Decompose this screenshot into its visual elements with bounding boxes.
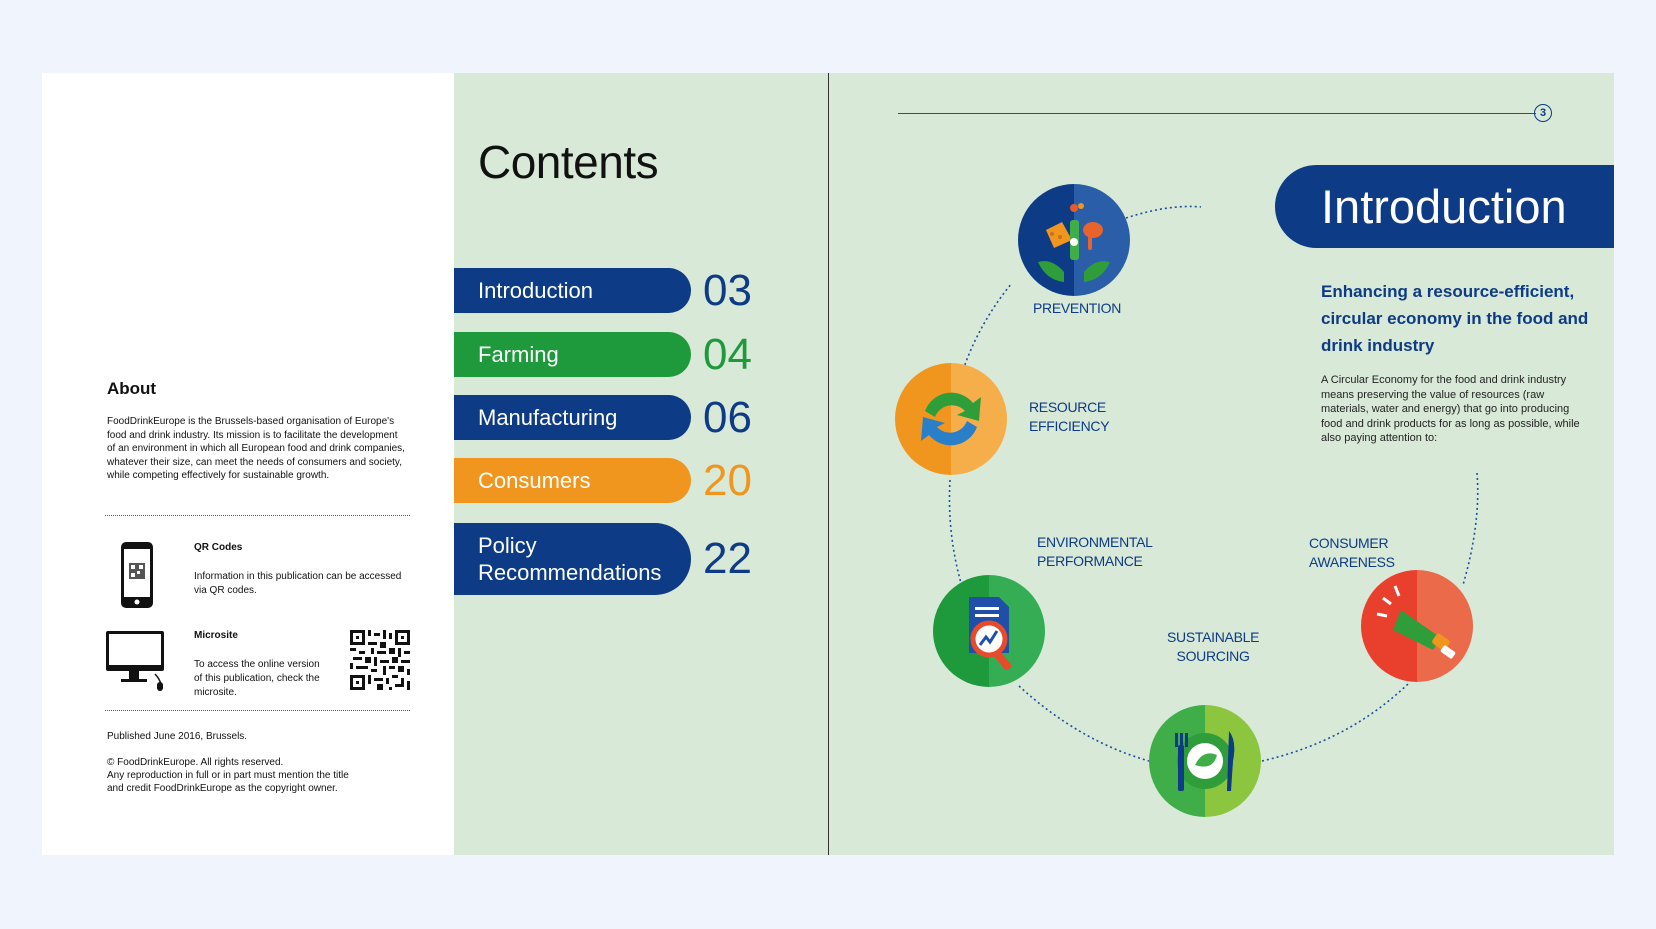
qr-codes-title: QR Codes	[194, 542, 243, 553]
microsite-text: To access the online version of this pub…	[194, 659, 320, 698]
copyright-line-2: Any reproduction in full or in part must…	[107, 770, 349, 781]
microsite-title: Microsite	[194, 630, 238, 641]
sustainable-sourcing-line-1: SUSTAINABLE	[1167, 629, 1260, 645]
phone-qr-icon	[121, 542, 153, 608]
megaphone-icon	[1361, 570, 1473, 682]
spine-line	[828, 73, 829, 855]
toc-label[interactable]: Introduction	[454, 268, 691, 313]
document-magnifier-icon	[933, 575, 1045, 687]
toc-page-number: 20	[703, 456, 752, 505]
contents-title: Contents	[478, 136, 659, 188]
brochure-spread: About FoodDrinkEurope is the Brussels-ba…	[42, 73, 1614, 855]
consumer-awareness-line-1: CONSUMER	[1309, 535, 1389, 551]
divider	[105, 515, 410, 516]
computer-monitor-icon	[106, 631, 164, 691]
plate-cutlery-icon	[1149, 705, 1261, 817]
environmental-performance-line-1: ENVIRONMENTAL	[1037, 534, 1153, 550]
intro-body-text: A Circular Economy for the food and drin…	[1321, 374, 1580, 444]
environmental-performance-label: ENVIRONMENTAL PERFORMANCE	[1037, 533, 1153, 571]
toc-label[interactable]: Consumers	[454, 458, 691, 503]
about-text: FoodDrinkEurope is the Brussels-based or…	[107, 416, 405, 481]
toc-page-number: 03	[703, 266, 752, 315]
toc-page-number: 22	[703, 534, 752, 583]
environmental-performance-line-2: PERFORMANCE	[1037, 553, 1143, 569]
sustainable-sourcing-line-2: SOURCING	[1176, 648, 1250, 664]
consumer-awareness-label: CONSUMER AWARENESS	[1309, 534, 1395, 572]
prevention-circle	[1018, 184, 1130, 296]
copyright-line-3: and credit FoodDrinkEurope as the copyri…	[107, 783, 338, 794]
resource-efficiency-label: RESOURCE EFFICIENCY	[1029, 398, 1110, 436]
qr-codes-text: Information in this publication can be a…	[194, 571, 402, 596]
resource-efficiency-line-2: EFFICIENCY	[1029, 418, 1110, 434]
sustainable-sourcing-label: SUSTAINABLE SOURCING	[1167, 628, 1259, 666]
toc-page-number: 06	[703, 393, 752, 442]
about-title: About	[107, 379, 157, 398]
consumer-awareness-circle	[1361, 570, 1473, 682]
introduction-banner: Introduction	[1275, 165, 1614, 248]
toc-label-multiline[interactable]: Policy Recommendations	[454, 523, 691, 595]
published-note: Published June 2016, Brussels.	[107, 731, 248, 742]
toc-label-line-1: Policy	[478, 533, 537, 558]
resource-efficiency-circle	[895, 363, 1007, 475]
food-hands-icon	[1018, 184, 1130, 296]
recycle-arrows-icon	[895, 363, 1007, 475]
toc-label[interactable]: Manufacturing	[454, 395, 691, 440]
divider	[105, 710, 410, 711]
contents-page: Contents Introduction 03 Farming 04 Manu…	[454, 73, 830, 855]
copyright-line-1: © FoodDrinkEurope. All rights reserved.	[107, 757, 284, 768]
toc-label-line-2: Recommendations	[478, 560, 662, 585]
qr-code-icon[interactable]	[350, 630, 410, 690]
page-number: 3	[1534, 104, 1552, 122]
about-page: About FoodDrinkEurope is the Brussels-ba…	[42, 73, 454, 855]
intro-subtitle: Enhancing a resource-efficient, circular…	[1321, 282, 1589, 355]
prevention-label: PREVENTION	[1033, 300, 1122, 316]
environmental-performance-circle	[933, 575, 1045, 687]
sustainable-sourcing-circle	[1149, 705, 1261, 817]
toc-page-number: 04	[703, 330, 752, 379]
resource-efficiency-line-1: RESOURCE	[1029, 399, 1106, 415]
consumer-awareness-line-2: AWARENESS	[1309, 554, 1395, 570]
toc-label[interactable]: Farming	[454, 332, 691, 377]
header-rule	[898, 113, 1536, 114]
introduction-page: 3 Introduction Enhancing a resource-effi…	[829, 73, 1614, 855]
